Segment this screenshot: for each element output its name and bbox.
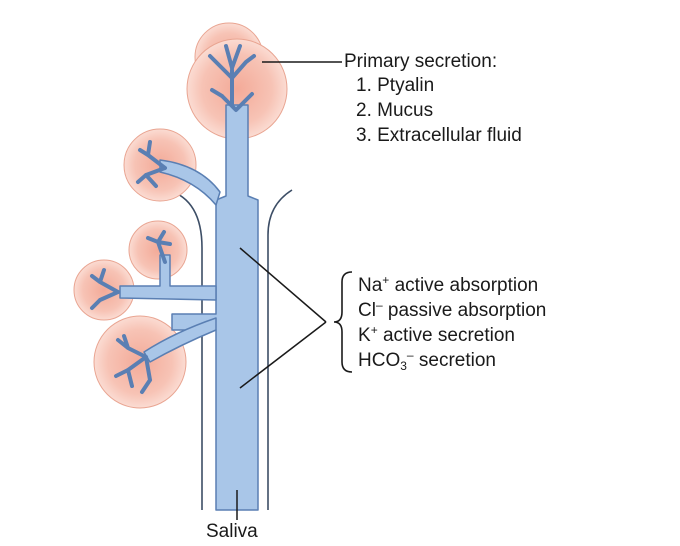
sodium-symbol: Na bbox=[358, 275, 383, 296]
acinus-middle bbox=[128, 220, 188, 280]
duct-label-chloride: Cl– passive absorption bbox=[358, 299, 546, 323]
chloride-charge: – bbox=[375, 298, 383, 312]
bicarbonate-subscript: 3 bbox=[400, 359, 407, 373]
primary-secretion-heading: Primary secretion: bbox=[344, 51, 498, 72]
acinar-tubules bbox=[90, 44, 256, 394]
primary-secretion-item-1: 1. Ptyalin bbox=[356, 75, 435, 96]
duct-system bbox=[119, 104, 259, 511]
leader-lines bbox=[236, 61, 342, 520]
duct-label-bicarbonate: HCO3– secretion bbox=[358, 349, 496, 373]
saliva-label: Saliva bbox=[206, 521, 258, 542]
duct-label-potassium: K+ active secretion bbox=[358, 324, 515, 348]
duct-label-sodium: Na+ active absorption bbox=[358, 274, 538, 298]
duct-branch-middle bbox=[119, 254, 217, 301]
primary-secretion-item-3: 3. Extracellular fluid bbox=[356, 125, 522, 146]
potassium-symbol: K bbox=[358, 325, 371, 346]
duct-branch-lower bbox=[143, 317, 217, 363]
brace bbox=[333, 271, 353, 373]
leader-duct-lower bbox=[239, 321, 327, 389]
primary-secretion-item-2: 2. Mucus bbox=[356, 100, 434, 121]
potassium-text: active secretion bbox=[382, 325, 515, 346]
sodium-charge: + bbox=[382, 273, 390, 287]
bicarbonate-text: secretion bbox=[418, 350, 496, 371]
chloride-text: passive absorption bbox=[387, 300, 547, 321]
bicarbonate-charge: – bbox=[406, 348, 414, 362]
leader-duct-upper bbox=[239, 247, 327, 323]
main-duct bbox=[171, 104, 259, 511]
sodium-text: active absorption bbox=[394, 275, 539, 296]
duct-branch-upper-left bbox=[159, 159, 221, 206]
chloride-symbol: Cl bbox=[358, 300, 376, 321]
potassium-charge: + bbox=[370, 323, 378, 337]
bicarbonate-symbol: HCO bbox=[358, 350, 401, 371]
